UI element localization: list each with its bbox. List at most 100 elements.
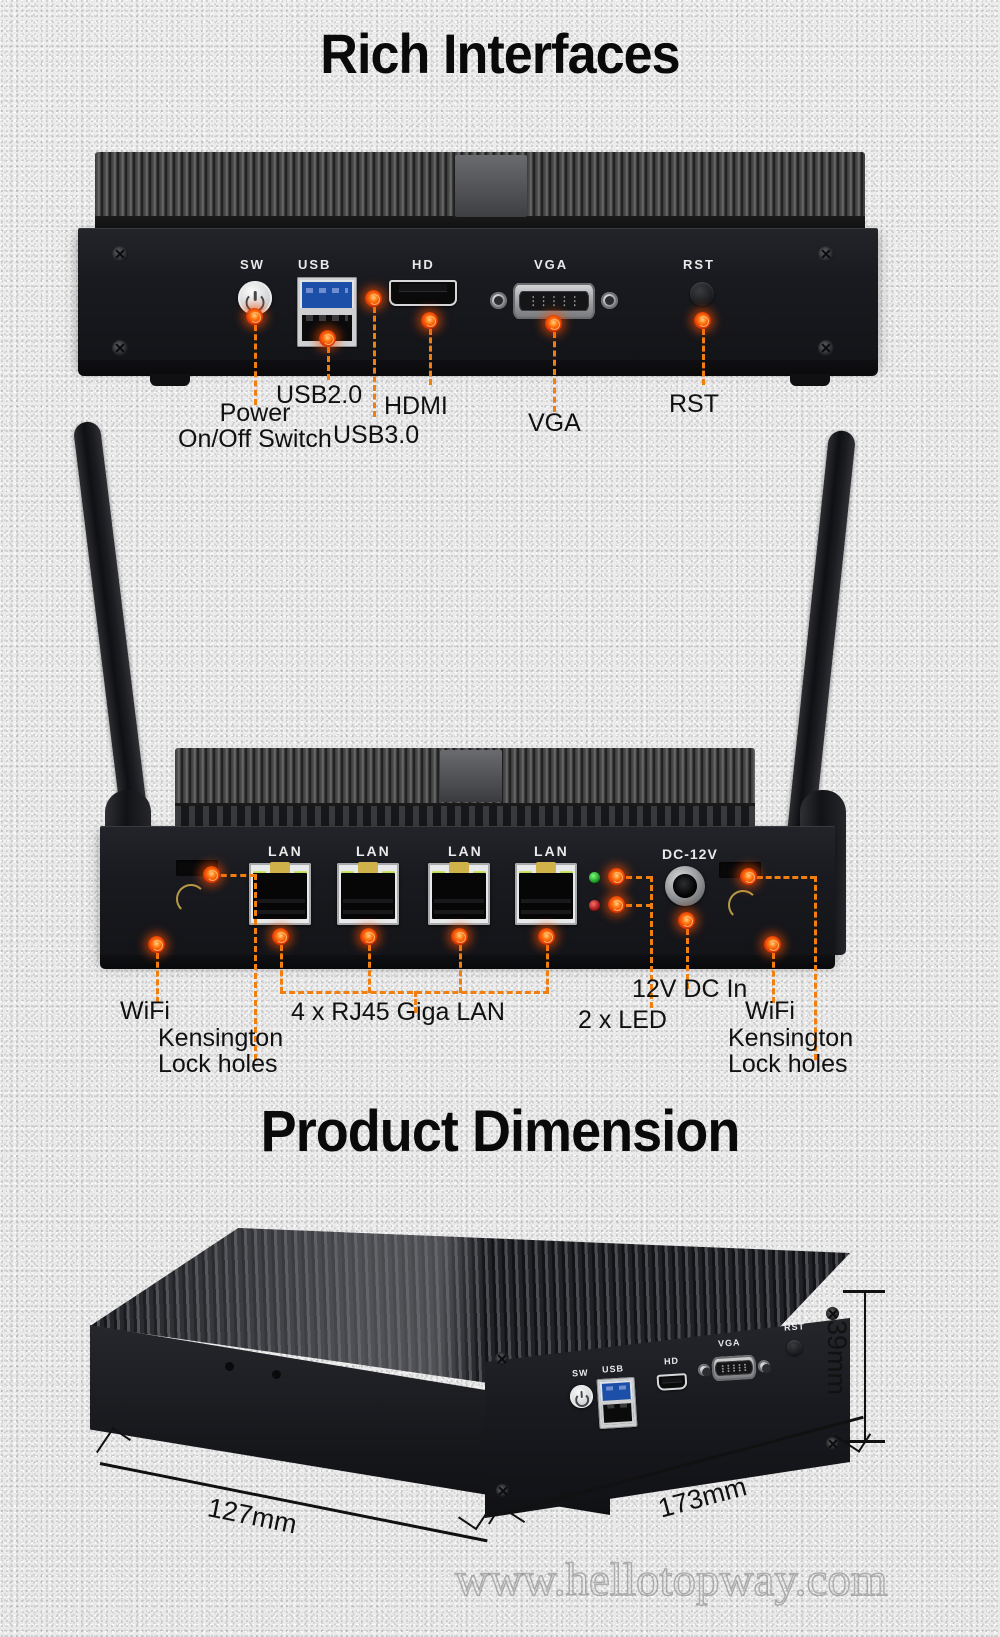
hotspot-wifi-left[interactable] bbox=[148, 936, 165, 953]
hotspot-usb20[interactable] bbox=[319, 330, 336, 347]
hotspot-wifi-right[interactable] bbox=[764, 936, 781, 953]
page-title-product-dimension: Product Dimension bbox=[260, 1099, 741, 1164]
dimline-height-tick-bottom bbox=[843, 1440, 885, 1443]
lan-port-3[interactable] bbox=[428, 862, 490, 925]
leader-kensington-right-h bbox=[748, 876, 816, 879]
callout-wifi-right: WiFi bbox=[745, 997, 795, 1025]
screw-front-top-right bbox=[818, 246, 834, 262]
port-caption-dc: DC-12V bbox=[662, 846, 718, 862]
callout-led: 2 x LED bbox=[578, 1006, 667, 1034]
callout-usb30: USB3.0 bbox=[333, 421, 420, 449]
callout-hdmi: HDMI bbox=[384, 392, 448, 420]
dim-hdmi-port[interactable] bbox=[656, 1373, 688, 1391]
dim-usb3-port[interactable] bbox=[599, 1380, 633, 1402]
vga-port[interactable] bbox=[490, 283, 618, 319]
port-caption-rst: RST bbox=[683, 257, 715, 272]
foot-right bbox=[790, 374, 830, 386]
callout-dcin: 12V DC In bbox=[632, 975, 748, 1003]
heatsink-center-channel bbox=[455, 155, 527, 217]
antenna-cable-left bbox=[176, 884, 206, 914]
dim-usb2-port[interactable] bbox=[601, 1403, 635, 1425]
site-watermark: www.hellotopway.com bbox=[454, 1553, 888, 1607]
callout-kensington-left: Kensington Lock holes bbox=[158, 1024, 284, 1078]
front-panel-shadow-base bbox=[78, 360, 878, 376]
status-led-red bbox=[589, 900, 600, 911]
dim-port-caption-sw: SW bbox=[571, 1367, 589, 1379]
front-panel-face bbox=[78, 228, 878, 366]
callout-kensington-right: Kensington Lock holes bbox=[728, 1024, 854, 1078]
hotspot-power[interactable] bbox=[246, 308, 263, 325]
hdmi-port[interactable] bbox=[389, 280, 457, 306]
screw-dim-top-right bbox=[826, 1307, 839, 1320]
leader-led-v bbox=[650, 876, 653, 1008]
port-caption-usb: USB bbox=[298, 257, 332, 272]
dimension-height-label: 39mm bbox=[822, 1320, 852, 1396]
dc-power-jack[interactable] bbox=[665, 866, 705, 906]
hotspot-vga[interactable] bbox=[545, 315, 562, 332]
screw-dim-bottom-left bbox=[496, 1484, 509, 1497]
dim-vga-port[interactable] bbox=[697, 1354, 771, 1382]
hotspot-hdmi[interactable] bbox=[421, 312, 438, 329]
leader-lan-2 bbox=[368, 945, 371, 993]
rear-panel-base bbox=[100, 955, 835, 969]
dim-vga-screw-left bbox=[697, 1363, 711, 1376]
leader-usb20 bbox=[327, 347, 330, 380]
leader-wifi-left bbox=[156, 953, 159, 1003]
screw-front-bottom-right bbox=[818, 340, 834, 356]
port-caption-lan-4: LAN bbox=[534, 843, 569, 859]
leader-led-green-h bbox=[616, 876, 652, 879]
dim-port-caption-vga: VGA bbox=[717, 1337, 741, 1349]
leader-wifi-right bbox=[772, 953, 775, 1003]
page-title-rich-interfaces: Rich Interfaces bbox=[320, 22, 680, 85]
lan-port-2[interactable] bbox=[337, 862, 399, 925]
lan-port-1[interactable] bbox=[249, 862, 311, 925]
dimline-height-tick-top bbox=[843, 1290, 885, 1293]
dim-port-caption-usb: USB bbox=[601, 1363, 625, 1375]
usb-port-stack[interactable] bbox=[297, 277, 357, 347]
port-caption-vga: VGA bbox=[534, 257, 569, 272]
callout-power: Power On/Off Switch bbox=[178, 399, 332, 453]
hotspot-usb30[interactable] bbox=[365, 290, 382, 307]
vent-hole-2 bbox=[272, 1370, 281, 1379]
hotspot-rst[interactable] bbox=[694, 312, 711, 329]
leader-lan-1 bbox=[280, 945, 283, 993]
leader-vga bbox=[553, 332, 556, 412]
heatsink-chamfer-rear bbox=[175, 806, 755, 828]
leader-led-red-h bbox=[616, 904, 652, 907]
hotspot-lan-2[interactable] bbox=[360, 928, 377, 945]
hotspot-dcin[interactable] bbox=[678, 912, 695, 929]
port-caption-lan-1: LAN bbox=[268, 843, 303, 859]
antenna-cable-right bbox=[728, 890, 758, 920]
vga-screw-right bbox=[601, 292, 618, 310]
port-caption-lan-3: LAN bbox=[448, 843, 483, 859]
leader-usb30 bbox=[373, 307, 376, 417]
hotspot-lan-3[interactable] bbox=[451, 928, 468, 945]
hotspot-kensington-right[interactable] bbox=[740, 868, 757, 885]
screw-dim-bottom-right bbox=[826, 1437, 839, 1450]
hotspot-lan-4[interactable] bbox=[538, 928, 555, 945]
hotspot-lan-1[interactable] bbox=[272, 928, 289, 945]
dim-usb-stack[interactable] bbox=[596, 1376, 638, 1430]
usb3-port[interactable] bbox=[300, 280, 354, 309]
lan-port-4[interactable] bbox=[515, 862, 577, 925]
status-led-green bbox=[589, 872, 600, 883]
leader-lan-4 bbox=[546, 945, 549, 993]
hotspot-led-green[interactable] bbox=[608, 868, 625, 885]
hotspot-led-red[interactable] bbox=[608, 896, 625, 913]
hotspot-kensington-left[interactable] bbox=[203, 866, 220, 883]
port-caption-hd: HD bbox=[412, 257, 435, 272]
callout-wifi-left: WiFi bbox=[120, 997, 170, 1025]
leader-lan-3 bbox=[459, 945, 462, 993]
dim-port-caption-rst: RST bbox=[783, 1321, 806, 1333]
reset-button[interactable] bbox=[690, 282, 714, 306]
leader-kensington-left-h bbox=[211, 874, 256, 877]
dim-reset-button[interactable] bbox=[787, 1340, 802, 1355]
vent-hole-1 bbox=[225, 1362, 234, 1371]
leader-kensington-right-v bbox=[814, 876, 817, 1060]
callout-usb20: USB2.0 bbox=[276, 381, 363, 409]
screw-dim-top-left bbox=[495, 1352, 508, 1365]
callout-vga: VGA bbox=[528, 409, 581, 437]
leader-hdmi bbox=[429, 329, 432, 385]
leader-rst bbox=[702, 329, 705, 385]
port-caption-lan-2: LAN bbox=[356, 843, 391, 859]
